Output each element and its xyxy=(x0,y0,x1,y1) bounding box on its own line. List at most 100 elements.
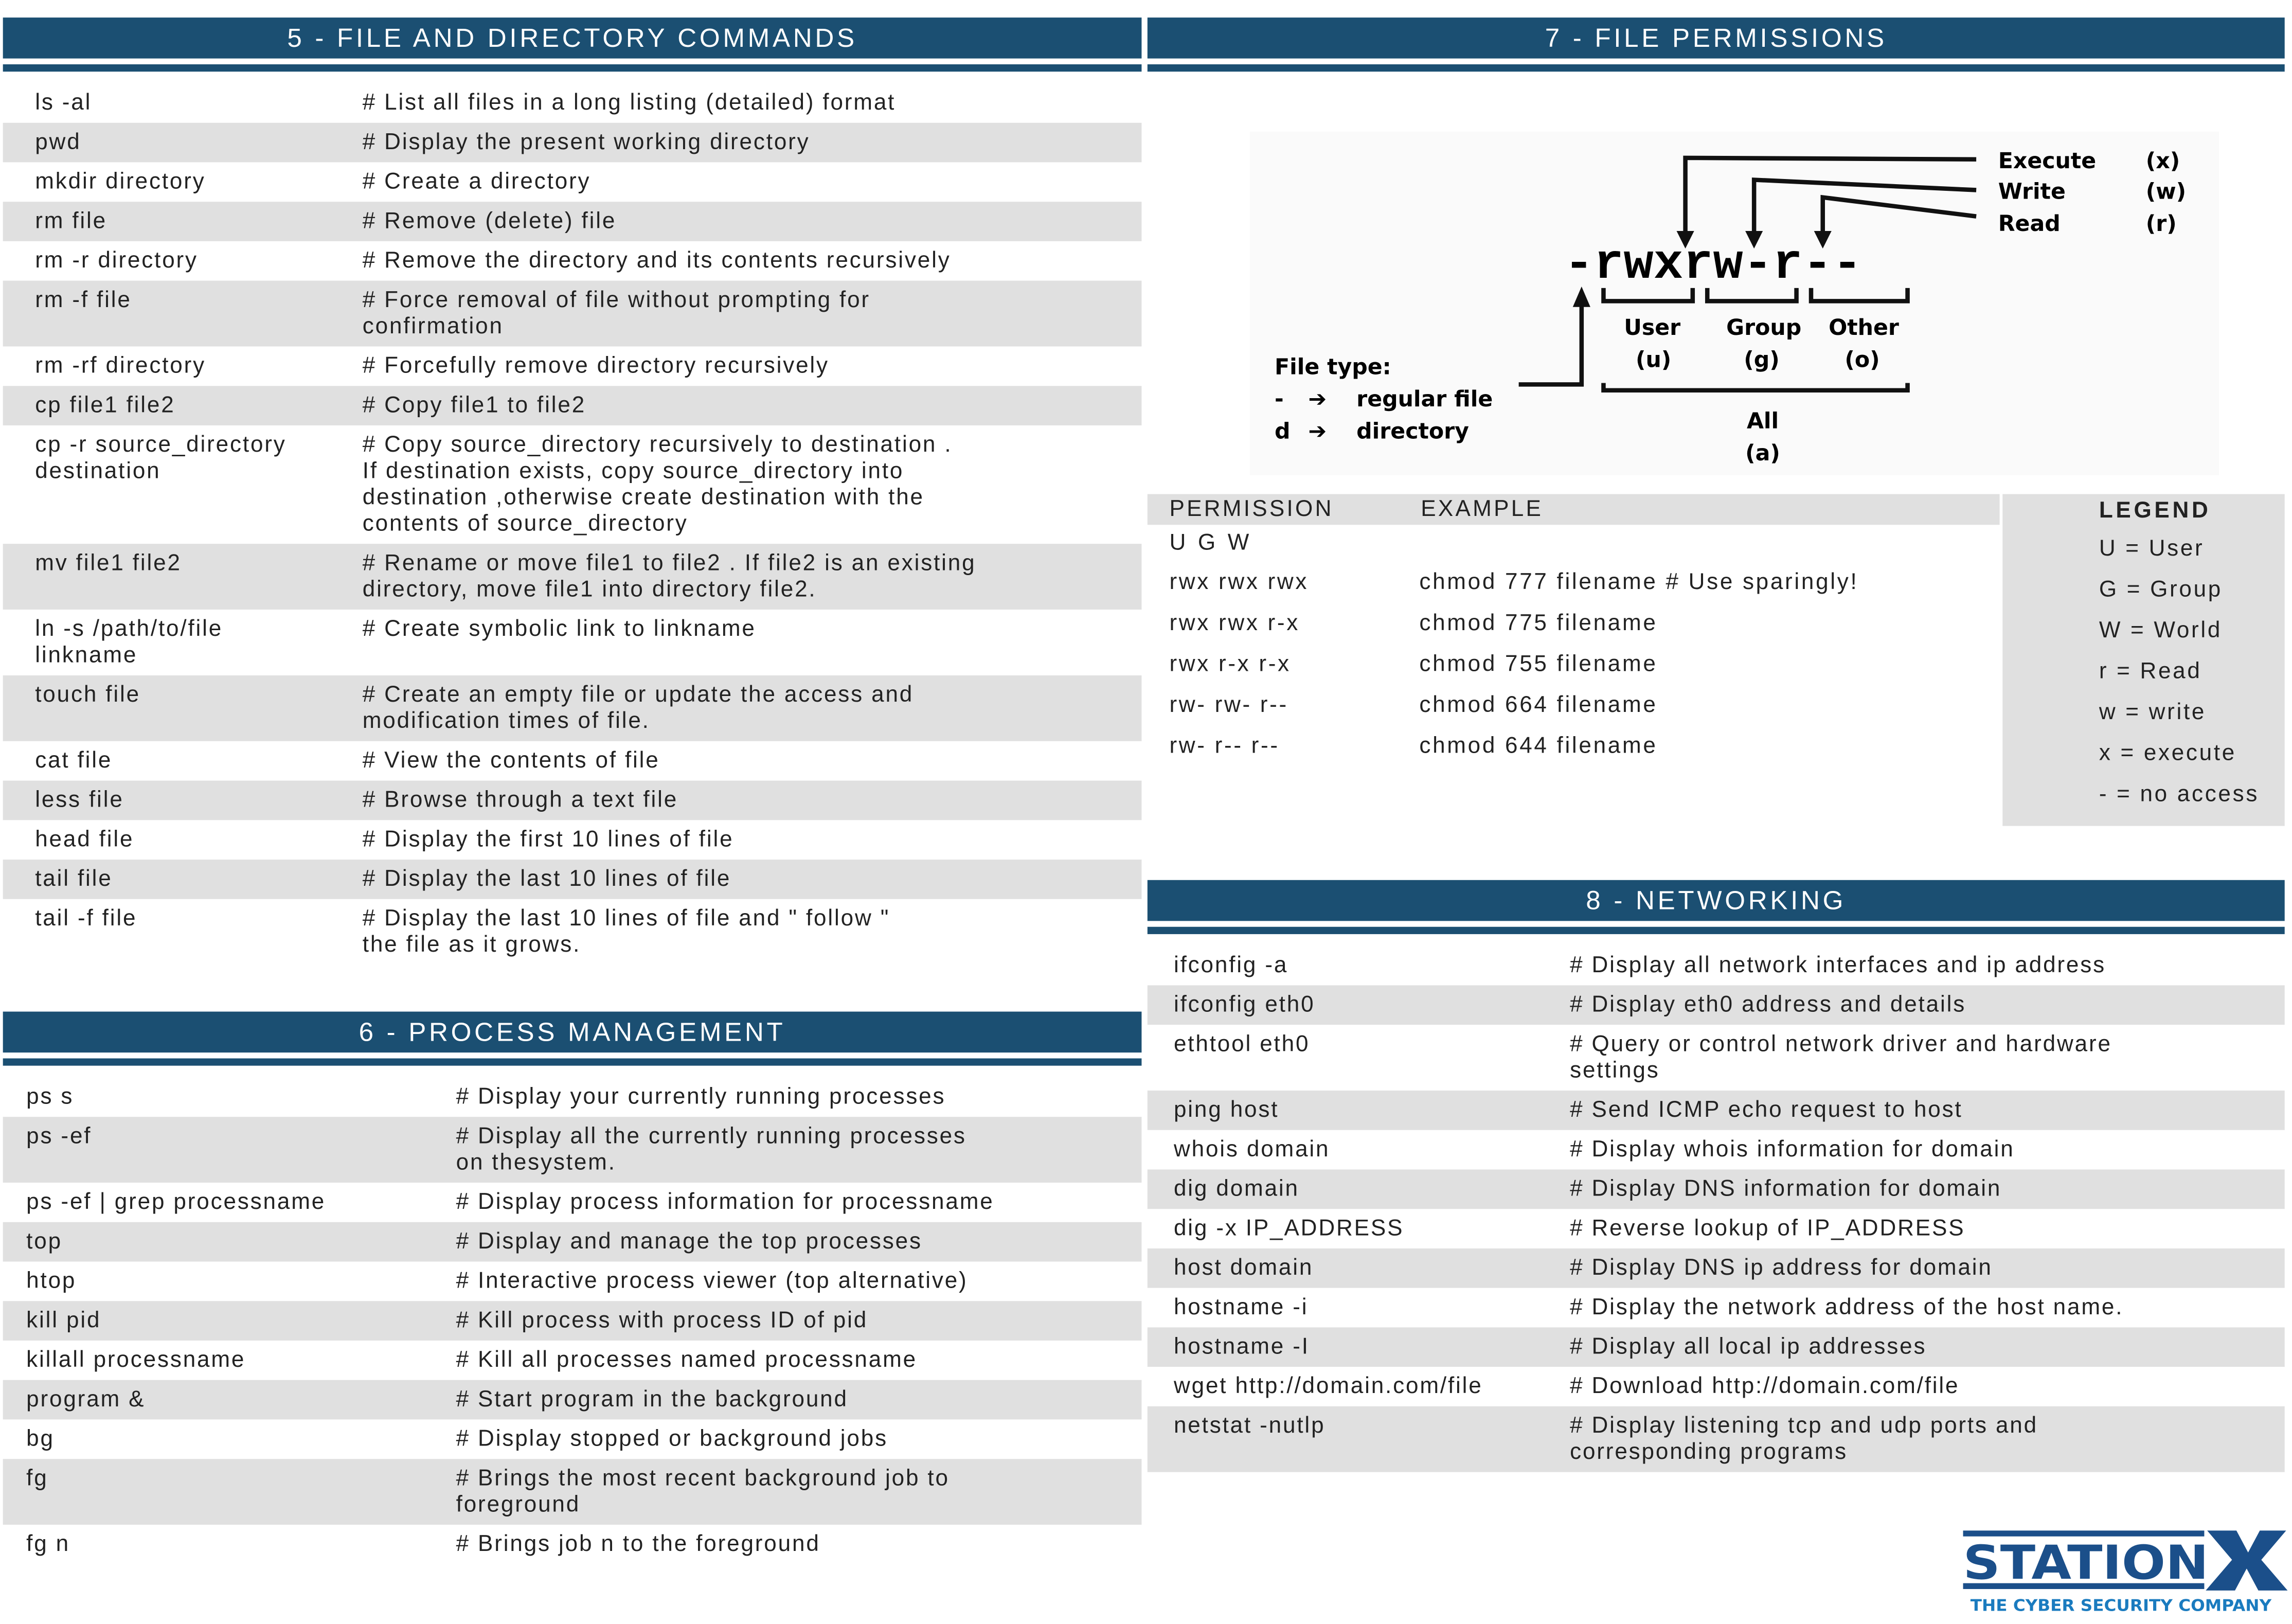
table-row: netstat -nutlp # Display listening tcp an… xyxy=(1147,1406,2285,1472)
permission-value: rwx rwx rwx xyxy=(1169,570,1309,595)
command-text: rm -f file xyxy=(35,288,132,313)
command-text: rm -r directory xyxy=(35,248,198,274)
command-text: mv file1 file2 xyxy=(35,551,182,576)
description-text: # List all files in a long listing (deta… xyxy=(362,91,896,116)
description-text: # Display whois information for domain xyxy=(1570,1137,2015,1163)
description-text: # Forcefully remove directory recursivel… xyxy=(362,353,829,379)
description-text: # Display DNS information for domain xyxy=(1570,1176,2002,1202)
description-text: # Force removal of file without promptin… xyxy=(362,288,870,340)
column-permission: PERMISSION xyxy=(1169,497,1334,522)
command-text: fg xyxy=(26,1466,48,1491)
command-text: whois domain xyxy=(1173,1137,1330,1163)
legend-item: x = execute xyxy=(2099,741,2236,766)
description-text: # Interactive process viewer (top altern… xyxy=(456,1269,968,1294)
file-type-d: d xyxy=(1275,419,1291,444)
description-text: # Brings the most recent background job … xyxy=(456,1466,950,1518)
description-text: # Query or control network driver and ha… xyxy=(1570,1032,2112,1083)
permission-string: -rwxrw-r-- xyxy=(1564,237,1863,293)
group-label: Group xyxy=(1726,315,1801,341)
file-commands-table: ls -al# List all files in a long listing… xyxy=(3,83,1142,965)
table-row: rm -f file # Force removal of file withou… xyxy=(3,280,1142,347)
description-text: # Remove (delete) file xyxy=(362,209,617,234)
command-text: ps -ef xyxy=(26,1124,92,1149)
svg-text:THE CYBER SECURITY COMPANY: THE CYBER SECURITY COMPANY xyxy=(1971,1597,2272,1615)
arrow-right-icon: ➔ xyxy=(1308,386,1327,412)
command-text: ps -ef | grep processname xyxy=(26,1190,326,1215)
command-text: netstat -nutlp xyxy=(1173,1414,1326,1439)
legend-title: LEGEND xyxy=(2099,498,2211,524)
svg-text:STATION: STATION xyxy=(1963,1536,2209,1590)
command-text: cp -r source_directory destination xyxy=(35,433,286,484)
ugw-subheader: U G W xyxy=(1169,530,1252,556)
file-type-label: File type: xyxy=(1275,354,1391,380)
command-text: htop xyxy=(26,1269,77,1294)
command-text: dig -x IP_ADDRESS xyxy=(1173,1216,1404,1241)
divider xyxy=(1147,64,2285,72)
table-row: ls -al# List all files in a long listing… xyxy=(3,83,1142,123)
table-row: htop # Interactive process viewer (top al… xyxy=(3,1261,1142,1301)
legend-item: - = no access xyxy=(2099,782,2260,807)
command-text: dig domain xyxy=(1173,1176,1299,1202)
command-text: top xyxy=(26,1229,62,1255)
command-text: ps s xyxy=(26,1084,74,1110)
table-row: cp -r source_directory destination # Copy… xyxy=(3,425,1142,544)
permission-row: rw- rw- r--chmod 664 filename xyxy=(1148,686,2000,727)
all-label: All xyxy=(1747,408,1779,434)
regular-file-label: regular file xyxy=(1356,386,1493,412)
command-text: hostname -I xyxy=(1173,1334,1310,1360)
table-row: top# Display and manage the top processe… xyxy=(3,1222,1142,1262)
description-text: # Send ICMP echo request to host xyxy=(1570,1098,1963,1123)
description-text: # Display all local ip addresses xyxy=(1570,1334,1927,1360)
user-label: User xyxy=(1624,315,1680,341)
table-row: ps -ef# Display all the currently runnin… xyxy=(3,1117,1142,1183)
group-abbr: (g) xyxy=(1744,347,1779,372)
legend-item: W = World xyxy=(2099,618,2223,644)
description-text: # Display DNS ip address for domain xyxy=(1570,1256,1993,1281)
command-text: cat file xyxy=(35,748,113,774)
table-row: rm file # Remove (delete) file xyxy=(3,202,1142,241)
description-text: # Create symbolic link to linkname xyxy=(362,617,756,642)
description-text: # Copy file1 to file2 xyxy=(362,393,586,418)
table-row: cp file1 file2# Copy file1 to file2 xyxy=(3,386,1142,425)
execute-label: Execute xyxy=(1998,148,2096,174)
file-type-dash: - xyxy=(1275,386,1284,412)
section-5-header: 5 - FILE AND DIRECTORY COMMANDS xyxy=(3,17,1142,59)
command-text: ifconfig eth0 xyxy=(1173,992,1315,1018)
table-row: pwd# Display the present working directo… xyxy=(3,122,1142,163)
command-text: fg n xyxy=(26,1532,70,1557)
command-text: hostname -i xyxy=(1173,1295,1309,1320)
description-text: # Display the network address of the hos… xyxy=(1570,1295,2124,1320)
description-text: # Display process information for proces… xyxy=(456,1190,994,1215)
description-text: # Download http://domain.com/file xyxy=(1570,1374,1960,1399)
table-row: host domain# Display DNS ip address for … xyxy=(1147,1248,2285,1288)
read-abbr: (r) xyxy=(2146,211,2177,237)
description-text: # Display all network interfaces and ip … xyxy=(1570,953,2106,978)
description-text: # Display the last 10 lines of file and … xyxy=(362,906,890,958)
command-text: kill pid xyxy=(26,1308,101,1333)
table-row: head file# Display the first 10 lines of… xyxy=(3,820,1142,860)
write-label: Write xyxy=(1998,179,2066,204)
table-row: mkdir directory# Create a directory xyxy=(3,162,1142,202)
description-text: # Brings job n to the foreground xyxy=(456,1532,820,1557)
table-row: rm -rf directory# Forcefully remove dire… xyxy=(3,347,1142,386)
command-text: ln -s /path/to/file linkname xyxy=(35,617,223,668)
user-abbr: (u) xyxy=(1636,347,1671,372)
all-abbr: (a) xyxy=(1745,440,1780,466)
table-row: fg n # Brings job n to the foreground xyxy=(3,1525,1142,1564)
command-text: touch file xyxy=(35,683,140,708)
table-row: hostname -i # Display the network address… xyxy=(1148,1288,2285,1328)
description-text: # Copy source_directory recursively to d… xyxy=(362,433,953,537)
legend-item: w = write xyxy=(2099,700,2207,725)
command-text: tail -f file xyxy=(35,906,137,932)
description-text: # Reverse lookup of IP_ADDRESS xyxy=(1570,1216,1965,1241)
chmod-example: chmod 664 filename xyxy=(1419,693,1658,718)
table-row: wget http://domain.com/file# Download ht… xyxy=(1148,1367,2285,1406)
description-text: # Display listening tcp and udp ports an… xyxy=(1570,1414,2038,1465)
section-6-header: 6 - PROCESS MANAGEMENT xyxy=(3,1011,1142,1053)
command-text: rm file xyxy=(35,209,108,234)
legend-item: r = Read xyxy=(2099,659,2202,684)
command-text: tail file xyxy=(35,867,113,892)
command-text: bg xyxy=(26,1426,55,1452)
